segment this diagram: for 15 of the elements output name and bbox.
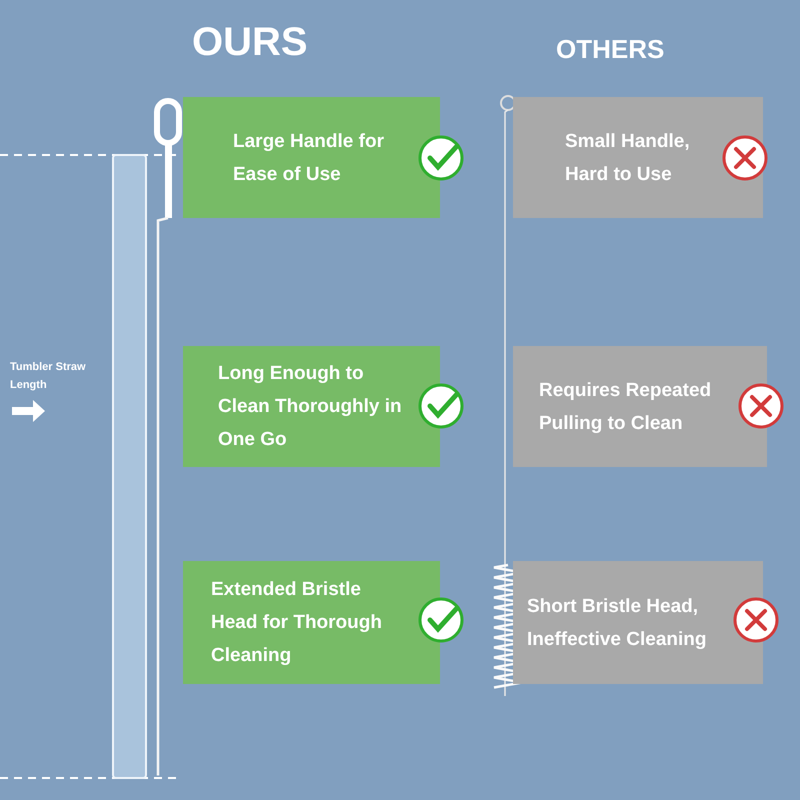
feature-panel xyxy=(183,97,440,218)
feature-panel xyxy=(513,97,763,218)
feature-panel xyxy=(513,346,767,467)
feature-text: Large Handle for Ease of Use xyxy=(233,130,385,186)
feature-text: Requires Repeated Pulling to Clean xyxy=(539,378,712,436)
column-heading: OURS xyxy=(192,19,309,66)
feature-text: Extended Bristle Head for Thorough Cleaning xyxy=(211,578,383,668)
feature-text: Short Bristle Head, Ineffective Cleaning xyxy=(527,594,708,652)
feature-text: Long Enough to Clean Thoroughly in One Go xyxy=(218,362,403,452)
feature-panel xyxy=(183,561,440,684)
feature-panel xyxy=(183,346,440,467)
feature-text: Small Handle, Hard to Use xyxy=(565,130,691,186)
straw-length-note: Tumbler Straw Length xyxy=(10,360,87,393)
feature-panel xyxy=(513,561,763,684)
column-heading: OTHERS xyxy=(556,34,666,66)
